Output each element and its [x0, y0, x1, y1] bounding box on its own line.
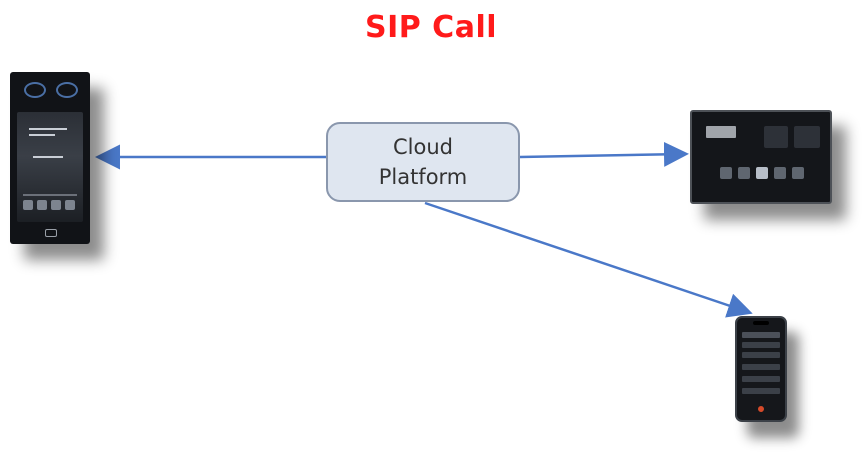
smartphone-icon — [735, 316, 787, 422]
keypad-button-icon — [23, 200, 33, 210]
camera-icon — [56, 82, 78, 98]
widget-panel — [764, 126, 788, 148]
keypad-button-icon — [51, 200, 61, 210]
cloud-platform-node: Cloud Platform — [326, 122, 520, 202]
door-station-icon — [10, 72, 90, 244]
app-tile-icon — [720, 167, 732, 179]
cloud-platform-label-line-1: Cloud — [393, 135, 453, 159]
keypad-button-icon — [37, 200, 47, 210]
clock-icon — [706, 126, 736, 138]
arrow-to-smartphone — [424, 201, 753, 318]
app-tile-icon — [792, 167, 804, 179]
diagram-title: SIP Call — [364, 10, 498, 45]
app-tile-icon — [738, 167, 750, 179]
cloud-platform-label-line-2: Platform — [378, 165, 468, 189]
camera-icon — [24, 82, 46, 98]
widget-panel — [794, 126, 820, 148]
arrow-to-indoor-monitor — [519, 141, 689, 167]
call-button-icon — [758, 406, 764, 412]
indoor-monitor-icon — [690, 110, 832, 204]
app-tile-icon — [756, 167, 768, 179]
nfc-reader-icon — [45, 229, 57, 237]
app-tile-icon — [774, 167, 786, 179]
keypad-button-icon — [65, 200, 75, 210]
phone-notch — [753, 321, 769, 325]
